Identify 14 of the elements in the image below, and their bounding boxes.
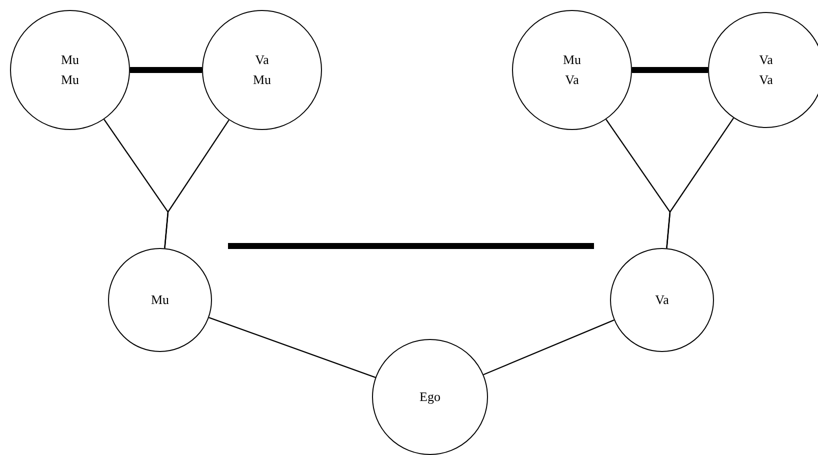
- descent-line: [208, 317, 376, 378]
- descent-line: [483, 320, 614, 376]
- kin-term: Va Mu: [252, 51, 272, 89]
- descent-line: [164, 120, 230, 248]
- marriage-line: [632, 67, 708, 73]
- kin-term: Ego: [418, 388, 442, 406]
- kin-term: Mu Mu: [60, 51, 80, 89]
- kin-term: Va: [654, 291, 670, 309]
- marriage-line: [228, 243, 594, 249]
- kin-term: Va Va: [758, 51, 774, 89]
- kin-term: Mu Va: [562, 51, 582, 89]
- marriage-line: [130, 67, 202, 73]
- descent-line: [666, 118, 734, 248]
- kin-term: Mu: [150, 291, 170, 309]
